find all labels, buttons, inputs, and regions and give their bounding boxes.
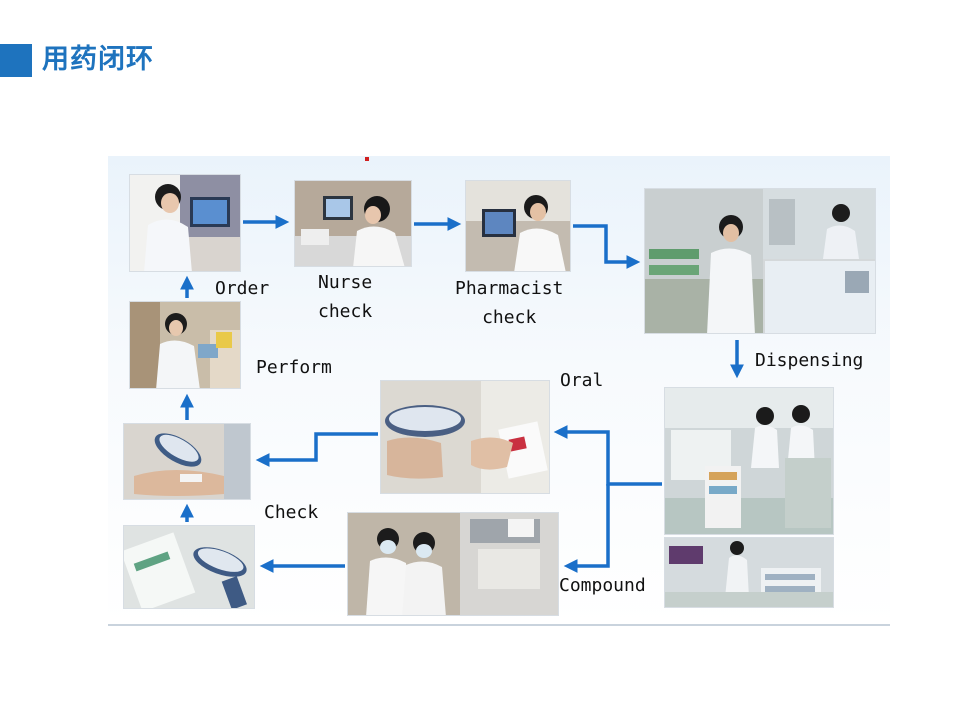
label-order: Order [215, 278, 270, 299]
photo-nurse-check [294, 180, 412, 267]
photo-compound-room [664, 537, 834, 608]
photo-pharmacy-room [664, 387, 834, 535]
label-compound: Compound [559, 575, 646, 596]
label-pharmacist-check: Pharmacist check [455, 278, 564, 328]
marker-dot [365, 157, 369, 161]
bottom-divider [108, 624, 890, 626]
photo-compound-check [347, 512, 559, 616]
photo-dispensing [644, 188, 876, 334]
label-nurse-check: Nurse check [318, 272, 373, 322]
photo-order [129, 174, 241, 272]
label-oral: Oral [560, 370, 604, 391]
photo-ivbag-scan [123, 525, 255, 609]
title-accent-bar [0, 44, 32, 77]
photo-pharmacist-check [465, 180, 571, 272]
photo-oral-scan [380, 380, 550, 494]
label-dispensing: Dispensing [755, 350, 864, 371]
photo-perform [129, 301, 241, 389]
label-perform: Perform [256, 357, 332, 378]
slide-title: 用药闭环 [42, 44, 154, 75]
label-check: Check [264, 502, 319, 523]
photo-wristband-scan [123, 423, 251, 500]
